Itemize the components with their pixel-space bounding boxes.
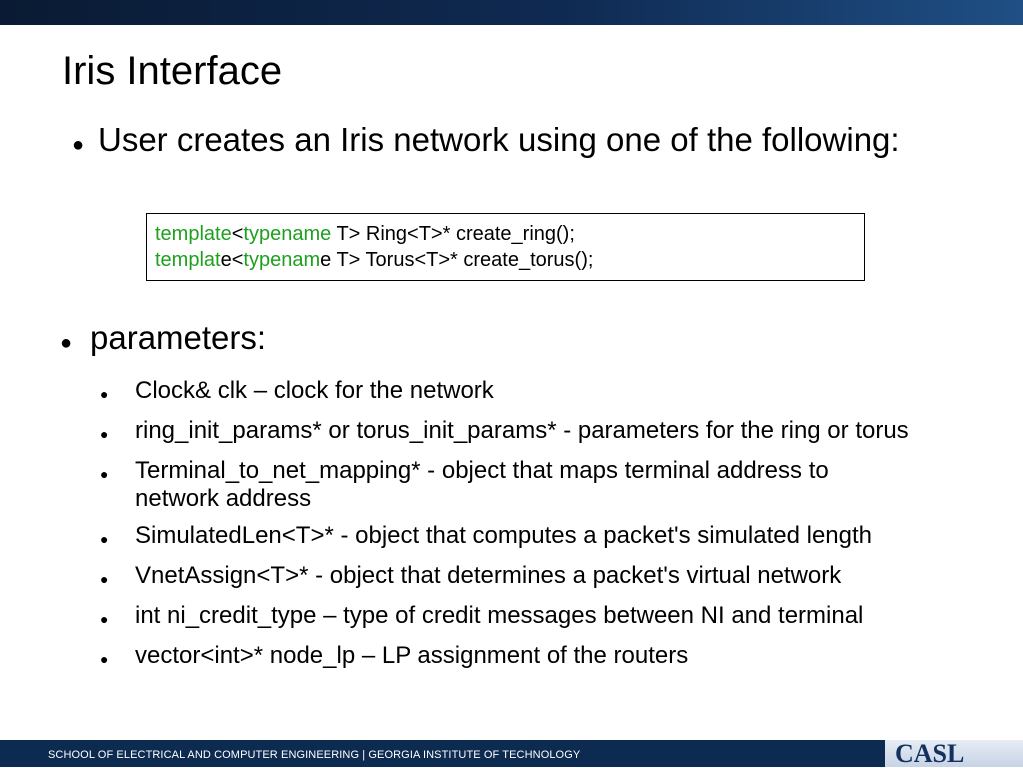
code-text: T> Ring<T>* create_ring(); — [331, 223, 575, 245]
bullet-text: User creates an Iris network using one o… — [98, 121, 900, 158]
list-item-text: int ni_credit_type – type of credit mess… — [135, 602, 864, 629]
code-text: e T> Torus<T>* create_torus(); — [320, 249, 594, 271]
list-item-text: Clock& clk – clock for the network — [135, 377, 494, 404]
bullet-dot-icon: ● — [100, 571, 109, 587]
code-line-torus: template<typename T> Torus<T>* create_to… — [155, 247, 864, 273]
bullet-dot-icon: ● — [72, 134, 85, 156]
bullet-dot-icon: ● — [100, 466, 109, 482]
bullet-dot-icon: ● — [100, 651, 109, 667]
list-item-text: SimulatedLen<T>* - object that computes … — [135, 522, 873, 549]
bullet-dot-icon: ● — [100, 611, 109, 627]
list-item: ● VnetAssign<T>* - object that determine… — [100, 562, 1000, 593]
casl-logo: CASL — [885, 739, 1023, 768]
code-keyword: template — [155, 223, 232, 245]
header-bar — [0, 0, 1023, 25]
bullet-text: parameters: — [90, 319, 267, 356]
code-box: template<typename T> Ring<T>* create_rin… — [146, 213, 865, 281]
code-keyword: templat — [155, 249, 221, 271]
code-keyword: typenam — [243, 249, 321, 271]
list-item: ● SimulatedLen<T>* - object that compute… — [100, 522, 1000, 553]
list-item-text: vector<int>* node_lp – LP assignment of … — [135, 642, 689, 669]
bullet-dot-icon: ● — [100, 426, 109, 442]
slide-title: Iris Interface — [62, 49, 283, 93]
main-bullet-parameters: ● parameters: — [60, 319, 266, 362]
list-item: ● Terminal_to_net_mapping* - object that… — [100, 457, 1000, 513]
list-item: ● vector<int>* node_lp – LP assignment o… — [100, 642, 1000, 673]
code-text: e< — [220, 249, 244, 271]
list-item-text: VnetAssign<T>* - object that determines … — [135, 562, 842, 589]
footer-text: SCHOOL OF ELECTRICAL AND COMPUTER ENGINE… — [48, 749, 581, 761]
bullet-dot-icon: ● — [100, 386, 109, 402]
list-item: ● Clock& clk – clock for the network — [100, 377, 1000, 408]
code-keyword: typename — [243, 223, 332, 245]
main-bullet-create-network: ● User creates an Iris network using one… — [72, 121, 900, 164]
bullet-dot-icon: ● — [60, 332, 73, 354]
code-text: < — [231, 223, 244, 245]
list-item: ● ring_init_params* or torus_init_params… — [100, 417, 1000, 448]
footer-bar: SCHOOL OF ELECTRICAL AND COMPUTER ENGINE… — [0, 739, 1023, 768]
list-item: ● int ni_credit_type – type of credit me… — [100, 602, 1000, 633]
bullet-dot-icon: ● — [100, 531, 109, 547]
code-line-ring: template<typename T> Ring<T>* create_rin… — [155, 221, 864, 247]
list-item-text: Terminal_to_net_mapping* - object that m… — [135, 457, 829, 512]
list-item-text: ring_init_params* or torus_init_params* … — [135, 417, 909, 444]
logo-text: CASL — [895, 739, 965, 768]
parameter-list: ● Clock& clk – clock for the network ● r… — [100, 377, 1000, 682]
